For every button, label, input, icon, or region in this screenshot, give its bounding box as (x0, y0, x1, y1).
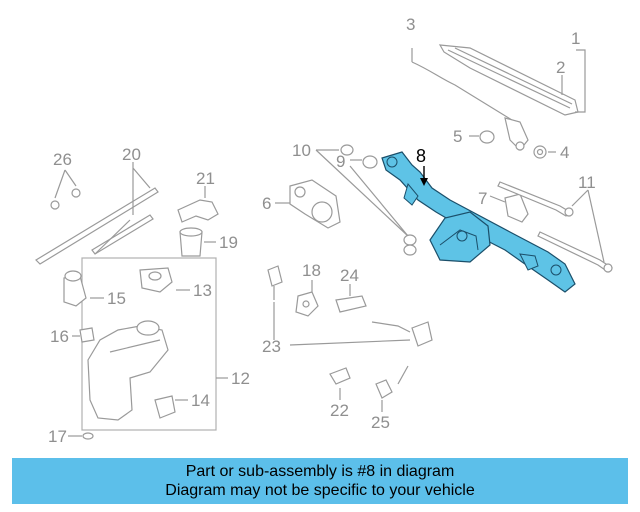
nozzle-17-part (82, 432, 94, 440)
callout-3: 3 (406, 15, 415, 34)
connector-21-part (177, 199, 219, 223)
cap-5-part (479, 130, 495, 144)
callout-17: 17 (48, 427, 67, 446)
callout-25: 25 (371, 413, 390, 432)
callout-9: 9 (336, 152, 345, 171)
callout-11: 11 (578, 173, 596, 192)
callout-14: 14 (191, 391, 210, 410)
washer-pump-15-part (63, 270, 87, 307)
cover-24-part (335, 295, 367, 313)
filler-neck-13-part (139, 267, 173, 293)
clip-26-part (50, 188, 81, 210)
switch-25-part (375, 365, 409, 399)
callout-21: 21 (196, 169, 215, 188)
callout-7: 7 (478, 189, 487, 208)
callout-1: 1 (571, 29, 580, 48)
harness-23-part (267, 265, 433, 347)
callout-15: 15 (107, 289, 126, 308)
banner-line-2: Diagram may not be specific to your vehi… (165, 482, 475, 499)
leader-20 (132, 162, 151, 215)
sensor-18-part (295, 291, 319, 317)
bracket-7-part (504, 193, 529, 223)
callout-12: 12 (231, 369, 250, 388)
leader-23 (273, 302, 411, 346)
callout-24: 24 (340, 266, 359, 285)
strut-20-part (35, 187, 159, 265)
callout-23: 23 (262, 337, 281, 356)
leader-11 (571, 189, 605, 263)
washer-9-part (362, 155, 378, 169)
banner-line-1: Part or sub-assembly is #8 in diagram (185, 463, 455, 480)
grommet-16-part (79, 327, 95, 343)
wiper-linkage-part-8[interactable] (381, 151, 576, 293)
callout-19: 19 (219, 233, 238, 252)
nut-4-part (533, 145, 547, 159)
grommet-lower-part (403, 234, 417, 256)
washer-reservoir-part (87, 320, 169, 421)
link-rod-11-part (497, 181, 613, 273)
seal-14-part (154, 395, 176, 419)
callout-13: 13 (193, 281, 212, 300)
clip-22-part (329, 367, 351, 385)
callout-8[interactable]: 8 (416, 146, 426, 166)
cap-19-part (179, 227, 203, 257)
callout-16: 16 (50, 327, 69, 346)
leader-26 (54, 169, 77, 199)
leader-8-arrowhead (420, 178, 428, 186)
callout-18: 18 (302, 261, 321, 280)
reservoir-bracket-box (81, 257, 217, 431)
callout-5: 5 (453, 127, 462, 146)
callout-10: 10 (292, 141, 311, 160)
callout-4: 4 (560, 143, 569, 162)
callout-22: 22 (330, 401, 349, 420)
wiper-blade-assembly (411, 44, 579, 151)
wiper-motor-6-part (289, 179, 341, 229)
leader-10b (315, 149, 409, 237)
leader-1 (575, 49, 586, 113)
callout-2: 2 (556, 58, 565, 77)
leader-7 (489, 195, 506, 203)
info-banner: Part or sub-assembly is #8 in diagram Di… (12, 458, 628, 504)
callout-6: 6 (262, 194, 271, 213)
callout-26: 26 (53, 150, 72, 169)
callout-20: 20 (122, 145, 141, 164)
grommet-10-part (340, 144, 354, 156)
leader-9b (349, 165, 409, 237)
